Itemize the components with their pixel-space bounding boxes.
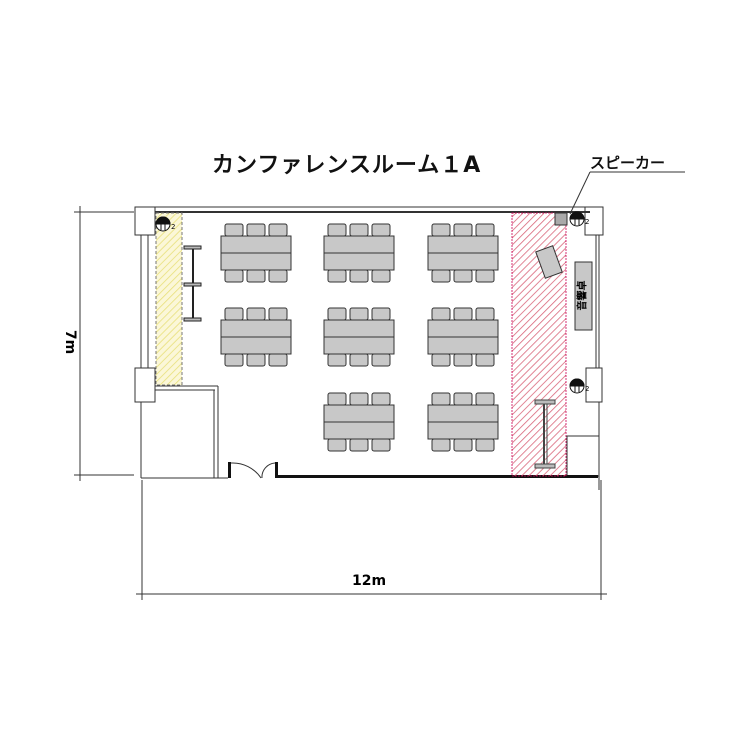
chair (371, 223, 391, 237)
console-desk (574, 261, 593, 331)
chair (453, 223, 473, 237)
chair (475, 353, 495, 367)
speaker-icon (569, 378, 585, 394)
chair (224, 223, 244, 237)
chair (349, 269, 369, 283)
chair (327, 307, 347, 321)
speaker-count: 2 (171, 223, 175, 231)
chair (268, 223, 288, 237)
chair (371, 438, 391, 452)
speaker-icon (569, 211, 585, 227)
chair (349, 307, 369, 321)
chair (475, 438, 495, 452)
chair (268, 353, 288, 367)
chair (475, 223, 495, 237)
lectern-icon (535, 245, 563, 279)
chair (349, 223, 369, 237)
chair (431, 353, 451, 367)
screen-stand-icon (534, 399, 556, 469)
page-title: カンファレンスルーム１A (212, 153, 482, 178)
chair (246, 307, 266, 321)
chair (224, 307, 244, 321)
chair (349, 392, 369, 406)
chair (327, 392, 347, 406)
chair (371, 392, 391, 406)
chair (349, 438, 369, 452)
table-group (427, 392, 499, 452)
chair (431, 307, 451, 321)
speaker-count: 2 (585, 385, 589, 393)
chair (431, 392, 451, 406)
chair (246, 353, 266, 367)
table-group (220, 307, 292, 367)
chair (371, 269, 391, 283)
chair (453, 438, 473, 452)
chair (224, 269, 244, 283)
bottom-wall (228, 462, 598, 479)
table-group (323, 392, 395, 452)
chair (371, 353, 391, 367)
chair (268, 307, 288, 321)
table-groups (220, 223, 499, 452)
table-group (323, 307, 395, 367)
chair (431, 269, 451, 283)
whiteboard-icon (183, 245, 202, 322)
speaker-icon (155, 216, 171, 232)
dimension-lines (74, 206, 607, 600)
chair (327, 269, 347, 283)
screen-area (155, 212, 183, 386)
chair (246, 223, 266, 237)
table-group (427, 223, 499, 283)
chair (453, 353, 473, 367)
console-label: 音響卓 (577, 280, 589, 311)
chair (327, 438, 347, 452)
table-group (323, 223, 395, 283)
width-dimension: 12m (352, 573, 387, 589)
table-group (427, 307, 499, 367)
chair (453, 269, 473, 283)
chair (475, 269, 495, 283)
chair (431, 223, 451, 237)
speaker-callout-line (569, 171, 591, 215)
chair (453, 307, 473, 321)
chair (371, 307, 391, 321)
depth-dimension: 7m (62, 329, 79, 355)
chair (224, 353, 244, 367)
chair (327, 223, 347, 237)
chair (246, 269, 266, 283)
speaker-label: スピーカー (590, 154, 666, 172)
chair (349, 353, 369, 367)
chair (268, 269, 288, 283)
speaker-box-icon (554, 212, 568, 226)
chair (327, 353, 347, 367)
chair (431, 438, 451, 452)
speaker-count: 2 (585, 218, 589, 226)
chair (475, 307, 495, 321)
chair (453, 392, 473, 406)
table-group (220, 223, 292, 283)
chair (475, 392, 495, 406)
